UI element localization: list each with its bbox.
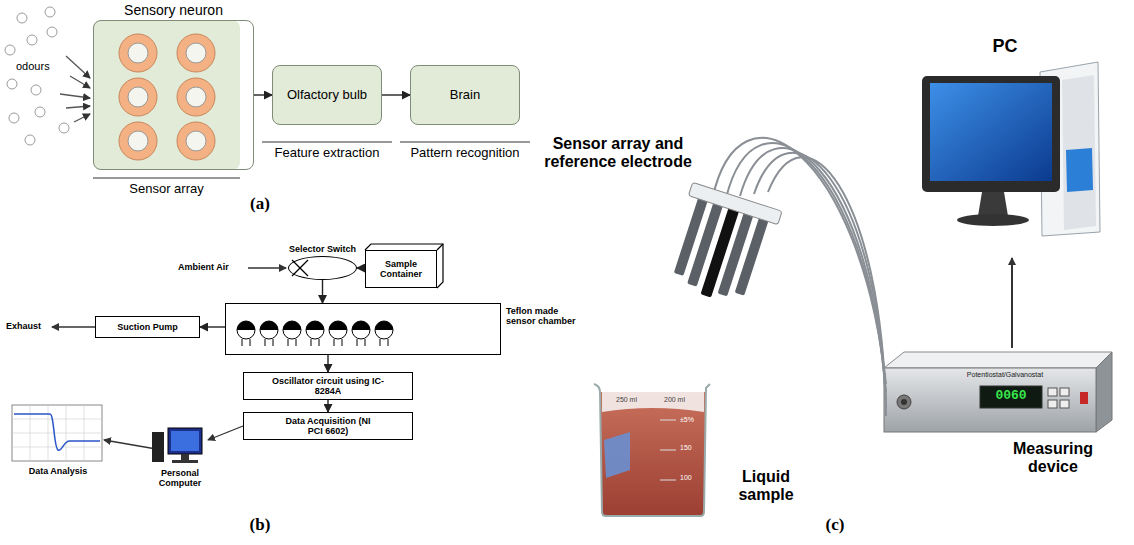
- input-label: Ambient Air: [178, 262, 246, 272]
- analysis-label: Data Analysis: [10, 466, 106, 476]
- computer-label: Personal Computer: [140, 468, 220, 489]
- connector-arrow: [382, 94, 410, 95]
- connector-arrow: [327, 400, 328, 412]
- section-label: Feature extraction: [262, 146, 392, 161]
- node-text: Selector Switch: [273, 244, 373, 254]
- process-box: Brain: [410, 65, 520, 125]
- node-text: Teflon made sensor chamber: [506, 306, 580, 327]
- sensor-array-box: Sensory neuron: [93, 20, 254, 170]
- section-label: Sensor array: [93, 182, 240, 197]
- output-label: Exhaust: [6, 321, 50, 331]
- panel-label: (b): [240, 515, 280, 535]
- beaker-mark: 100: [680, 474, 704, 482]
- panel-label: (c): [815, 515, 855, 535]
- panel-label: (a): [240, 194, 280, 214]
- daq-box: Data Acquisition (NI PCI 6602): [243, 412, 413, 440]
- container-box: Sample Container: [365, 250, 437, 288]
- node-text: Olfactory bulb: [283, 86, 371, 105]
- beaker-mark: ±5%: [680, 416, 704, 424]
- pump-box: Suction Pump: [95, 316, 200, 338]
- device-label: Measuring device: [988, 440, 1118, 477]
- beaker-mark: 250 ml: [616, 396, 656, 404]
- node-text: Oscillator circuit using IC-8284A: [264, 374, 392, 399]
- sample-label: Liquid sample: [716, 468, 816, 505]
- sensor-array-label: Sensor array and reference electrode: [538, 135, 698, 172]
- connector-arrow: [357, 267, 365, 268]
- node-text: Brain: [446, 86, 484, 105]
- odour-label: odours: [16, 60, 66, 73]
- pc-label: PC: [975, 36, 1035, 57]
- circuit-box: Oscillator circuit using IC-8284A: [243, 372, 413, 400]
- connector-arrow: [254, 94, 272, 95]
- selector-switch: Selector Switch: [288, 256, 357, 280]
- device-model: Potentiostat/Galvanostat: [940, 371, 1070, 379]
- node-text: Sensory neuron: [94, 2, 254, 18]
- connector-arrow: [327, 355, 328, 372]
- node-text: Data Acquisition (NI PCI 6602): [274, 414, 382, 439]
- connector-arrow: [322, 280, 323, 303]
- node-text: Suction Pump: [113, 320, 182, 334]
- display-digits: 0060: [982, 389, 1040, 404]
- beaker-mark: 200 ml: [664, 396, 704, 404]
- section-label: Pattern recognition: [400, 146, 530, 161]
- sensor-chamber: Teflon made sensor chamber: [225, 303, 501, 355]
- connector-arrow: [200, 326, 225, 327]
- beaker-mark: 150: [680, 444, 704, 452]
- node-text: Sample Container: [366, 257, 436, 282]
- process-box: Olfactory bulb: [272, 65, 382, 125]
